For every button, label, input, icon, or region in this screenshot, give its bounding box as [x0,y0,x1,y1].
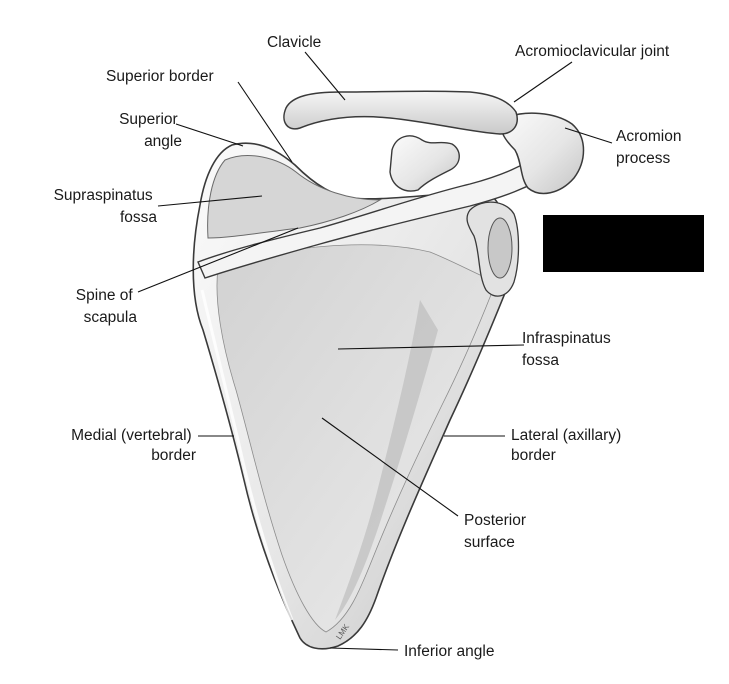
leader-superior-border [237,81,293,163]
label-spine-of-scapula-line2: scapula [84,309,138,326]
acromion [500,112,585,195]
label-infraspinatus-fossa: Infraspinatus fossa [522,330,615,369]
label-superior-angle-line2: angle [144,133,182,150]
leader-lines [137,51,613,651]
label-superior-border: Superior border [106,68,214,85]
supraspinatus-depression [207,155,382,239]
label-posterior-surface-line1: Posterior [464,512,526,529]
label-acromion-process: Acromion process [616,128,686,167]
leader-acromion-process [564,127,613,144]
clavicle-bone [283,90,518,135]
leader-superior-angle [175,123,244,147]
coracoid [389,135,460,192]
lateral-ridge [335,300,438,620]
leader-inferior-angle [329,647,399,651]
label-infraspinatus-fossa-line2: fossa [522,352,559,369]
leader-spine-of-scapula [137,227,299,293]
label-medial-border: Medial (vertebral) border [71,427,196,464]
leader-supraspinatus-fossa [157,195,263,207]
label-superior-angle-line1: Superior [119,111,178,128]
medial-border-ridge [200,289,294,621]
label-inferior-angle: Inferior angle [404,643,494,660]
leader-infraspinatus-fossa [337,344,525,350]
label-acromion-process-line2: process [616,150,671,167]
leader-clavicle [304,51,346,101]
leader-acromioclavicular-joint [513,61,573,103]
label-lateral-border: Lateral (axillary) border [511,427,626,464]
label-posterior-surface: Posterior surface [464,512,530,551]
leader-posterior-surface [321,417,459,517]
label-medial-border-line2: border [151,447,196,464]
label-medial-border-line1: Medial (vertebral) [71,427,192,444]
label-superior-angle: Superior angle [119,111,182,150]
label-supraspinatus-fossa-line2: fossa [120,209,157,226]
label-acromion-process-line1: Acromion [616,128,681,145]
label-lateral-border-line2: border [511,447,556,464]
label-lateral-border-line1: Lateral (axillary) [511,427,621,444]
label-clavicle: Clavicle [267,34,321,51]
label-posterior-surface-line2: surface [464,534,515,551]
glenoid-cavity [487,217,513,279]
label-spine-of-scapula-line1: Spine of [76,287,134,304]
label-acromioclavicular-joint: Acromioclavicular joint [515,43,670,60]
scapula-illustration [192,90,585,650]
labels: Clavicle Acromioclavicular joint Superio… [54,34,686,660]
label-supraspinatus-fossa-line1: Supraspinatus [54,187,153,204]
redaction-box [543,215,704,272]
label-supraspinatus-fossa: Supraspinatus fossa [54,187,158,226]
label-infraspinatus-fossa-line1: Infraspinatus [522,330,611,347]
label-spine-of-scapula: Spine of scapula [76,287,138,326]
